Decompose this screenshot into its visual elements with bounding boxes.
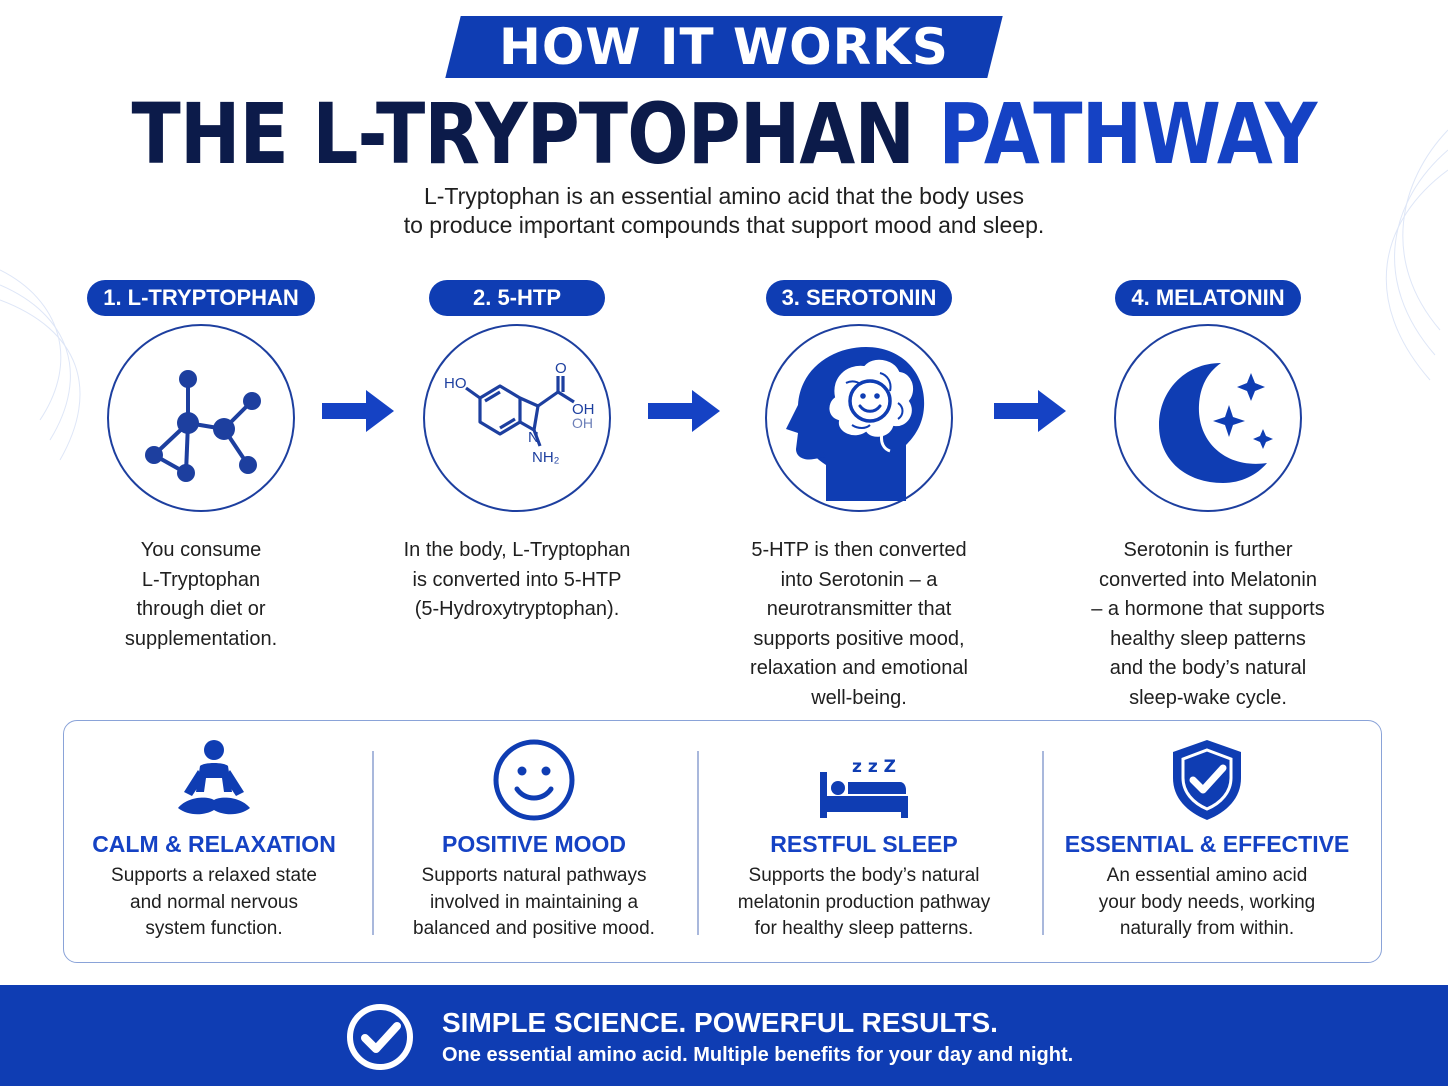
benefit-essential-effective: ESSENTIAL & EFFECTIVE An essential amino…: [1057, 735, 1357, 943]
text-line: for healthy sleep patterns.: [754, 918, 974, 939]
ho-label: HO: [444, 375, 467, 392]
arrow-right-icon: [994, 390, 1066, 432]
desc-line: supplementation.: [124, 627, 278, 650]
step-label: 2. 5-HTP: [429, 280, 605, 316]
page-title: THE L-TRYPTOPHAN PATHWAY: [101, 86, 1346, 182]
text-line: Supports natural pathways: [421, 865, 647, 886]
divider: [697, 751, 699, 935]
desc-line: Serotonin is further: [1123, 539, 1293, 561]
text-line: naturally from within.: [1119, 918, 1295, 939]
text-line: balanced and positive mood.: [413, 918, 655, 939]
check-circle-icon: [347, 1004, 413, 1070]
text-line: and normal nervous: [130, 891, 298, 913]
benefit-calm-relaxation: CALM & RELAXATION Supports a relaxed sta…: [64, 735, 364, 943]
step-icon-circle: [107, 324, 295, 512]
footer-subtitle: One essential amino acid. Multiple benef…: [442, 1044, 1074, 1066]
desc-line: supports positive mood,: [753, 627, 965, 650]
step-label: 4. MELATONIN: [1115, 280, 1301, 316]
benefit-restful-sleep: z z Z RESTFUL SLEEP Supports the body’s …: [714, 735, 1014, 943]
desc-line: into Serotonin – a: [780, 568, 938, 591]
desc-line: converted into Melatonin: [1099, 568, 1317, 591]
arrow-right-icon: [648, 390, 720, 432]
n-label: N: [528, 429, 539, 446]
title-main: THE L-TRYPTOPHAN: [131, 85, 915, 183]
intro-text: L-Tryptophan is an essential amino acid …: [0, 182, 1448, 240]
benefit-title: RESTFUL SLEEP: [770, 831, 958, 857]
o-label: O: [555, 360, 567, 377]
text-line: Supports a relaxed state: [111, 865, 317, 886]
desc-line: sleep-wake cycle.: [1129, 686, 1287, 709]
text-line: An essential amino acid: [1106, 865, 1308, 886]
step-5-htp: 2. 5-HTP HO O OH OH N NH₂: [367, 280, 667, 625]
benefit-title: CALM & RELAXATION: [92, 831, 336, 857]
step-label: 1. L-TRYPTOPHAN: [87, 280, 315, 316]
benefit-positive-mood: POSITIVE MOOD Supports natural pathways …: [384, 735, 684, 943]
benefit-title: ESSENTIAL & EFFECTIVE: [1064, 831, 1350, 857]
desc-line: In the body, L-Tryptophan: [403, 539, 631, 561]
intro-line-2: to produce important compounds that supp…: [403, 212, 1045, 238]
desc-line: and the body’s natural: [1109, 657, 1307, 679]
footer-banner: SIMPLE SCIENCE. POWERFUL RESULTS. One es…: [0, 985, 1448, 1086]
desc-line: healthy sleep patterns: [1110, 627, 1306, 650]
step-label: 3. SEROTONIN: [765, 280, 953, 316]
benefit-text: Supports natural pathways involved in ma…: [384, 863, 684, 943]
divider: [372, 751, 374, 935]
desc-line: well-being.: [811, 686, 907, 709]
desc-line: 5-HTP is then converted: [751, 539, 967, 561]
arrow-right-icon: [322, 390, 394, 432]
molecule-network-icon: [145, 370, 261, 482]
step-description: In the body, L-Tryptophan is converted i…: [367, 536, 667, 625]
desc-line: relaxation and emotional: [750, 657, 968, 679]
shield-check-icon: [1173, 740, 1241, 820]
step-l-tryptophan: 1. L-TRYPTOPHAN You con: [51, 280, 351, 654]
text-line: melatonin production pathway: [737, 891, 991, 913]
text-line: system function.: [145, 918, 283, 939]
nh2-label: NH₂: [532, 449, 560, 466]
meditation-icon: [178, 740, 250, 815]
benefit-title: POSITIVE MOOD: [441, 831, 627, 857]
step-description: You consume L-Tryptophan through diet or…: [51, 536, 351, 654]
desc-line: L-Tryptophan: [141, 568, 261, 591]
divider: [1042, 751, 1044, 935]
benefit-text: Supports a relaxed state and normal nerv…: [64, 863, 364, 943]
text-line: Supports the body’s natural: [748, 865, 980, 886]
benefit-text: An essential amino acid your body needs,…: [1057, 863, 1357, 943]
footer-title: SIMPLE SCIENCE. POWERFUL RESULTS.: [442, 1007, 998, 1038]
sleeping-bed-icon: z z Z: [820, 757, 908, 818]
desc-line: through diet or: [136, 598, 266, 620]
benefit-text: Supports the body’s natural melatonin pr…: [714, 863, 1014, 943]
benefits-panel: CALM & RELAXATION Supports a relaxed sta…: [63, 720, 1382, 963]
desc-line: You consume: [140, 539, 262, 561]
step-description: Serotonin is further converted into Mela…: [1058, 536, 1358, 713]
oh-label: OH: [572, 401, 595, 418]
desc-line: is converted into 5-HTP: [412, 568, 622, 591]
oh-label-faint: OH: [572, 415, 593, 431]
desc-line: (5-Hydroxytryptophan).: [414, 598, 620, 620]
chemical-structure-icon: HO O OH OH N NH₂: [444, 360, 595, 466]
title-accent: PATHWAY: [938, 85, 1317, 183]
zzz-icon: z z Z: [852, 757, 896, 777]
step-description: 5-HTP is then converted into Serotonin –…: [709, 536, 1009, 713]
badge-text: HOW IT WORKS: [499, 18, 949, 76]
smiley-face-icon: [493, 739, 575, 821]
step-icon-circle: [1114, 324, 1302, 512]
step-icon-circle: HO O OH OH N NH₂: [423, 324, 611, 512]
intro-line-1: L-Tryptophan is an essential amino acid …: [423, 183, 1025, 209]
desc-line: – a hormone that supports: [1091, 598, 1325, 620]
text-line: involved in maintaining a: [429, 891, 639, 913]
step-icon-circle: [765, 324, 953, 512]
desc-line: neurotransmitter that: [766, 598, 952, 620]
how-it-works-badge: HOW IT WORKS: [0, 16, 1448, 78]
text-line: your body needs, working: [1098, 891, 1316, 913]
step-melatonin: 4. MELATONIN Serotonin is further conver…: [1058, 280, 1358, 713]
head-brain-smile-icon: [786, 347, 925, 501]
step-serotonin: 3. SEROTONIN 5-HTP is then converted int…: [709, 280, 1009, 713]
moon-stars-icon: [1159, 363, 1273, 483]
